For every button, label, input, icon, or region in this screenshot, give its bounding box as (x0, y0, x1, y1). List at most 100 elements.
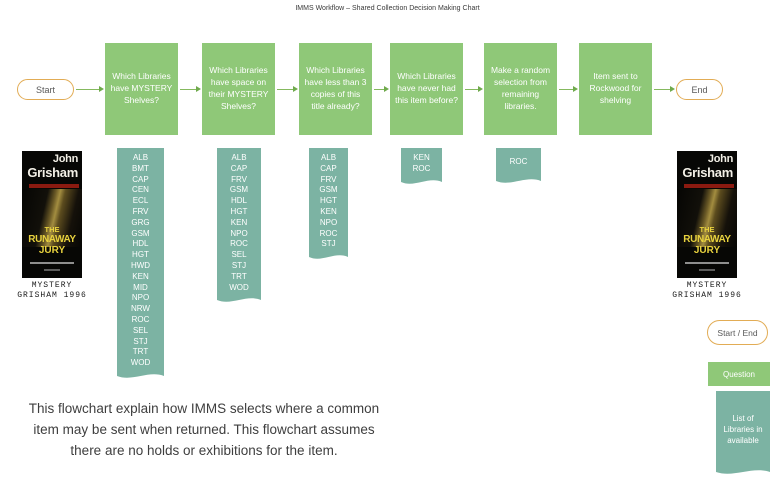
library-code: TRT (132, 347, 149, 357)
library-code: KEN (413, 153, 430, 162)
book-title: THE RUNAWAY JURY (677, 225, 737, 256)
library-code: SEL (231, 250, 247, 260)
library-code: HDL (132, 239, 149, 249)
flow-arrow (76, 86, 104, 93)
arrow-shaft (76, 89, 100, 90)
library-code: TRT (231, 271, 247, 281)
library-list-5: ROC (496, 148, 541, 186)
book-cover-left: John Grisham THE RUNAWAY JURY (22, 151, 82, 278)
flow-arrow (374, 86, 389, 93)
document-wave (496, 176, 541, 183)
chart-title: IMMS Workflow – Shared Collection Decisi… (295, 5, 480, 12)
end-node: End (676, 79, 723, 100)
legend-question: Question (708, 362, 770, 386)
book-cover-right: John Grisham THE RUNAWAY JURY (677, 151, 737, 278)
legend-list-label: List of Libraries in available (723, 413, 763, 445)
question-label: Which Libraries have never had this item… (395, 71, 458, 105)
book-author-last: Grisham (27, 165, 78, 180)
book-fineprint (699, 269, 715, 271)
library-code: ALB (231, 153, 247, 162)
flow-arrow (277, 86, 298, 93)
library-code: KEN (230, 217, 248, 227)
arrow-shaft (465, 89, 479, 90)
footnote-line: This flowchart explain how IMMS selects … (28, 401, 380, 416)
library-code: GSM (229, 185, 249, 195)
library-code: STJ (321, 239, 336, 249)
book-author: John Grisham (27, 154, 78, 180)
book-caption-left: MYSTERY GRISHAM 1996 (10, 281, 94, 301)
start-label: Start (35, 84, 55, 95)
library-code: NPO (230, 228, 248, 238)
library-code: ALB (320, 153, 337, 162)
library-code: GRG (131, 217, 150, 227)
footnote-line: there are no holds or exhibitions for th… (70, 442, 338, 458)
arrow-shaft (559, 89, 574, 90)
flow-arrow (465, 86, 483, 93)
library-code: ECL (132, 196, 149, 206)
library-code: STJ (231, 260, 247, 270)
library-code: HGT (132, 250, 149, 260)
library-code: NPO (131, 293, 150, 303)
book-title-line: RUNAWAY (683, 234, 731, 245)
arrow-head-icon (99, 86, 104, 92)
question-box-4: Which Libraries have never had this item… (390, 43, 463, 135)
library-code: ROC (131, 314, 150, 324)
arrow-shaft (374, 89, 385, 90)
legend-list-body: List of Libraries in available (716, 391, 770, 467)
library-code: ROC (509, 156, 528, 166)
book-title-line: THE (699, 225, 715, 234)
library-code: GSM (131, 228, 150, 238)
question-label: Make a random selection from remaining l… (490, 65, 551, 111)
footnote-line: item may be sent when returned. This flo… (33, 421, 375, 437)
book-title: THE RUNAWAY JURY (22, 225, 82, 256)
question-label: Which Libraries have less than 3 copies … (304, 65, 367, 111)
start-node: Start (17, 79, 74, 100)
library-code: FRV (132, 206, 149, 216)
document-wave (217, 295, 261, 303)
library-code: ROC (319, 228, 338, 238)
library-code: WOD (229, 282, 249, 292)
book-title-line: THE (44, 225, 60, 234)
arrow-head-icon (196, 86, 201, 92)
footnote: This flowchart explain how IMMS selects … (2, 399, 406, 462)
book-title-line: JURY (693, 245, 721, 256)
end-label: End (691, 84, 708, 95)
library-list-1: ALB BMT CAP CEN ECL FRV GRG GSM HDL HGT … (117, 148, 164, 381)
library-code: CEN (132, 185, 149, 195)
process-label: Item sent to Rockwood for shelving (589, 71, 642, 105)
arrow-shaft (654, 89, 671, 90)
arrow-head-icon (670, 86, 675, 92)
library-code: ALB (132, 153, 149, 162)
arrow-head-icon (573, 86, 578, 92)
library-code: CAP (320, 163, 337, 173)
question-box-1: Which Libraries have MYSTERY Shelves? (105, 43, 178, 135)
book-cover-art (677, 189, 737, 247)
book-caption-genre: MYSTERY (31, 281, 73, 290)
book-author-first: John (707, 153, 733, 165)
library-code: CAP (230, 163, 248, 173)
process-box-6: Item sent to Rockwood for shelving (579, 43, 652, 135)
library-code: STJ (133, 336, 148, 346)
arrow-head-icon (478, 86, 483, 92)
legend-start-end: Start / End (707, 320, 768, 345)
library-list-2: ALB CAP FRV GSM HDL HGT KEN NPO ROC SEL … (217, 148, 261, 305)
library-code: KEN (320, 206, 337, 216)
legend-question-label: Question (722, 369, 756, 379)
library-code: GSM (319, 185, 338, 195)
library-code: FRV (320, 174, 337, 184)
arrow-head-icon (293, 86, 298, 92)
book-caption-author-year: GRISHAM 1996 (672, 291, 742, 300)
flow-arrow (654, 86, 675, 93)
library-code: ROC (412, 163, 431, 173)
library-list-body: ALB CAP FRV GSM HDL HGT KEN NPO ROC SEL … (217, 148, 261, 296)
document-wave (401, 176, 442, 184)
question-label: Which Libraries have MYSTERY Shelves? (110, 71, 173, 105)
book-red-band (684, 184, 734, 188)
document-wave (309, 252, 348, 259)
book-caption-author-year: GRISHAM 1996 (17, 291, 87, 300)
question-box-5: Make a random selection from remaining l… (484, 43, 557, 135)
library-code: HGT (320, 196, 337, 206)
flow-arrow (180, 86, 201, 93)
arrow-shaft (277, 89, 294, 90)
library-code: KEN (132, 271, 149, 281)
